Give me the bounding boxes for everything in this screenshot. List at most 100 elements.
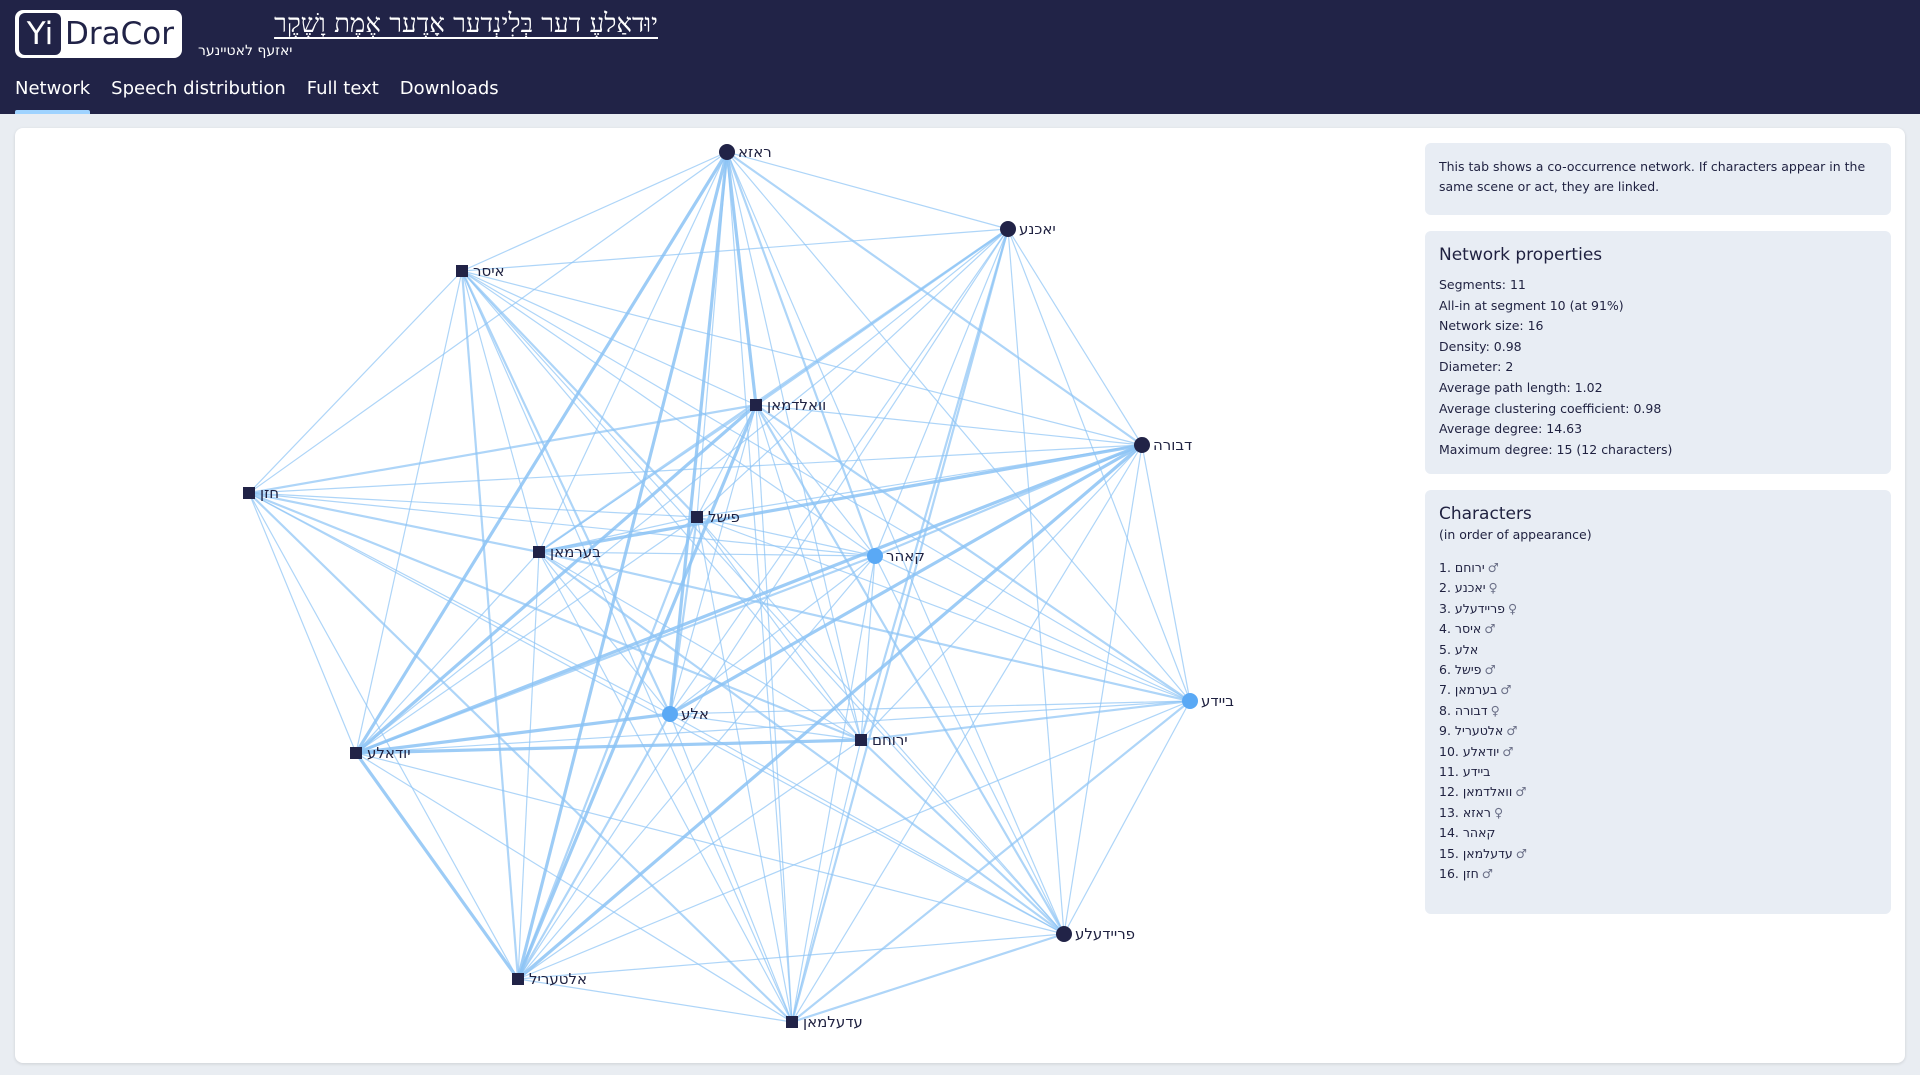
network-node[interactable] (691, 511, 703, 523)
network-edge (860, 739, 1065, 935)
network-edge (725, 151, 758, 406)
network-edge (791, 444, 1143, 1023)
characters-heading: Characters (1439, 504, 1532, 524)
network-node-label[interactable]: יאכנע (1019, 220, 1056, 238)
network-node-label[interactable]: בערמאן (550, 543, 601, 561)
network-node[interactable] (719, 144, 735, 160)
property-all-in: All-in at segment 10 (at 91%) (1439, 297, 1624, 313)
network-edge (248, 492, 519, 980)
network-node[interactable] (1056, 926, 1072, 942)
character-number: 1. (1439, 560, 1451, 575)
play-title[interactable]: יוּדאַלעֶ דער בְּלִינְדער אָדֶער אֶמֶת ו… (274, 9, 658, 39)
male-icon: ♂ (1487, 560, 1499, 575)
male-icon: ♂ (1506, 723, 1518, 739)
network-graph[interactable]: ראזא יאכנע איסר וואלדמאן דבורה חזן פישל בערמאן ק… (15, 128, 1415, 1063)
network-node[interactable] (855, 734, 867, 746)
tab-speech-distribution[interactable]: Speech distribution (111, 78, 286, 99)
network-panel: ראזא יאכנע איסר וואלדמאן דבורה חזן פישל בערמאן ק… (15, 128, 1905, 1063)
property-density: Density: 0.98 (1439, 338, 1522, 354)
character-name: אלטעריל (1454, 723, 1504, 739)
network-node-label[interactable]: פריידעלע (1075, 925, 1135, 943)
network-node-label[interactable]: וואלדמאן (767, 396, 826, 414)
network-node-label[interactable]: ביידע (1201, 692, 1234, 710)
network-edge (874, 555, 1065, 935)
network-edge (860, 699, 1191, 742)
character-number: 14. (1439, 825, 1459, 841)
network-edge (248, 491, 540, 554)
character-item: 11. ביידע (1439, 762, 1877, 782)
network-edge (516, 404, 758, 980)
network-edge (461, 270, 757, 406)
network-node-label[interactable]: אלטעריל (529, 970, 587, 988)
network-node-label[interactable]: קאהר (886, 547, 925, 565)
character-name: ירוחם (1454, 560, 1485, 575)
character-name: עדעלמאן (1462, 845, 1513, 861)
network-node[interactable] (750, 399, 762, 411)
character-number: 16. (1439, 866, 1459, 882)
network-node-label[interactable]: יודאלע (367, 744, 411, 762)
network-edge (355, 554, 876, 755)
character-number: 4. (1439, 621, 1451, 637)
character-name: ראזא (1462, 804, 1491, 820)
network-node[interactable] (350, 747, 362, 759)
network-edge (461, 270, 1143, 446)
network-edge (696, 516, 876, 557)
network-edge (517, 713, 671, 980)
network-node-label[interactable]: פישל (708, 508, 740, 526)
tab-network[interactable]: Network (15, 78, 91, 114)
network-node-label[interactable]: ירוחם (872, 731, 908, 749)
network-node[interactable] (456, 265, 468, 277)
network-node-label[interactable]: אלע (681, 705, 709, 723)
network-node[interactable] (662, 706, 678, 722)
network-node[interactable] (243, 487, 255, 499)
network-edge (725, 151, 877, 557)
nodes: ראזא יאכנע איסר וואלדמאן דבורה חזן פישל בערמאן ק… (243, 143, 1234, 1031)
sidebar: This tab shows a co-occurrence network. … (1425, 143, 1891, 930)
network-edge (461, 270, 1191, 702)
network-edge (517, 555, 876, 980)
network-node-label[interactable]: דבורה (1153, 436, 1192, 454)
network-edge (461, 270, 671, 715)
male-icon: ♂ (1515, 845, 1527, 861)
network-node[interactable] (533, 546, 545, 558)
yidracor-logo[interactable]: Yi DraCor (15, 10, 182, 58)
network-node[interactable] (512, 973, 524, 985)
logo-yi-mark: Yi (19, 13, 61, 55)
network-edge (669, 713, 1065, 935)
network-edge (538, 550, 1191, 703)
network-edge (460, 270, 520, 980)
network-node[interactable] (867, 548, 883, 564)
character-item: 5. אלע (1439, 640, 1877, 660)
character-number: 8. (1439, 702, 1451, 718)
network-edge (696, 516, 1065, 935)
network-node-label[interactable]: ראזא (738, 143, 772, 161)
character-item: 10. יודאלע♂ (1439, 742, 1877, 762)
network-edge (355, 270, 463, 754)
network-edge (538, 443, 1143, 554)
network-node-label[interactable]: חזן (260, 484, 279, 502)
network-node[interactable] (1182, 693, 1198, 709)
tab-downloads[interactable]: Downloads (399, 78, 499, 99)
character-name: חזן (1462, 866, 1479, 882)
network-edge (516, 151, 729, 980)
property-network-size: Network size: 16 (1439, 318, 1544, 334)
property-segments: Segments: 11 (1439, 277, 1526, 292)
character-number: 7. (1439, 682, 1451, 698)
characters-subheading: (in order of appearance) (1439, 527, 1592, 542)
network-edge (538, 551, 671, 715)
tab-full-text[interactable]: Full text (306, 78, 379, 99)
character-item: 14. קאהר (1439, 823, 1877, 843)
network-edge (516, 443, 1144, 981)
network-graph-svg[interactable]: ראזא יאכנע איסר וואלדמאן דבורה חזן פישל בערמאן ק… (15, 128, 1415, 1063)
network-node[interactable] (1134, 437, 1150, 453)
network-edge (755, 404, 793, 1023)
character-item: 6. פישל♂ (1439, 660, 1877, 680)
network-node[interactable] (786, 1016, 798, 1028)
network-node-label[interactable]: עדעלמאן (803, 1013, 863, 1031)
network-edge (354, 403, 758, 755)
character-item: 12. וואלדמאן♂ (1439, 782, 1877, 802)
network-node[interactable] (1000, 221, 1016, 237)
network-node-label[interactable]: איסר (473, 262, 505, 280)
network-edge (696, 404, 757, 518)
network-edge (355, 551, 540, 754)
